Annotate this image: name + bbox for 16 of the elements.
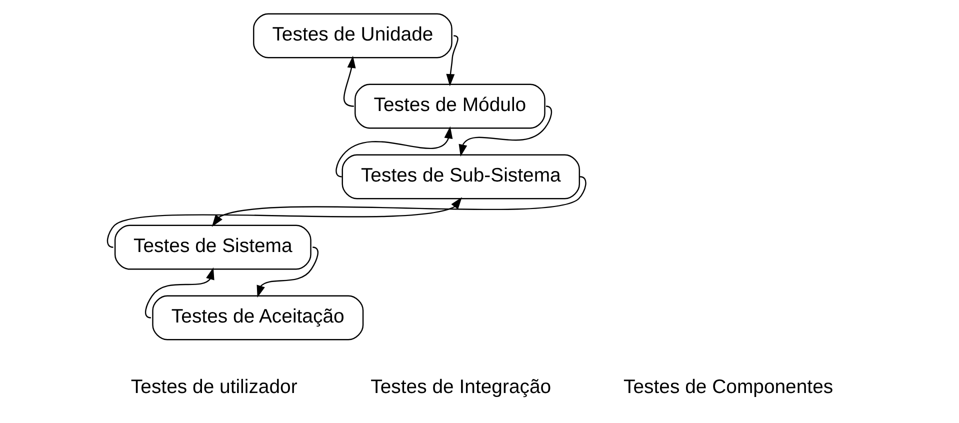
node-box: Testes de Sub-Sistema [342, 154, 580, 199]
arrow [446, 34, 458, 86]
node-box: Testes de Aceitação [152, 294, 364, 340]
arrow [256, 246, 318, 298]
label: Testes de utilizador [130, 375, 298, 398]
node-box: Testes de Unidade [253, 12, 452, 58]
arrow [343, 55, 356, 106]
arrow [336, 126, 453, 177]
label: Testes de Integração [370, 375, 552, 398]
node-box: Testes de Sistema [114, 224, 312, 270]
node-box: Testes de Módulo [354, 83, 546, 128]
arrow [458, 105, 552, 156]
arrow [144, 266, 214, 318]
arrow [212, 176, 586, 226]
arrow [107, 196, 462, 248]
label: Testes de Componentes [624, 375, 834, 398]
